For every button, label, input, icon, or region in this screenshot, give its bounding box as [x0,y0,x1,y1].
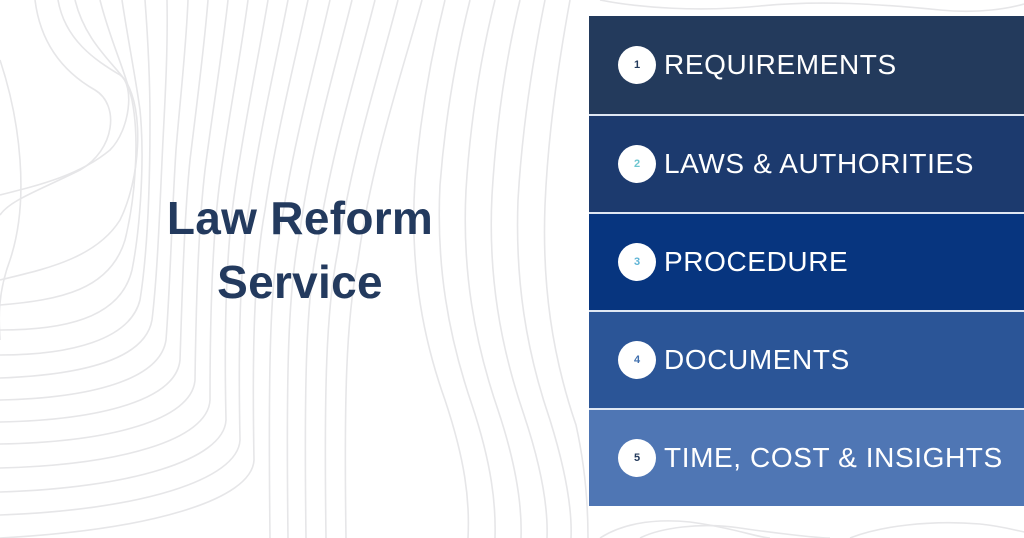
step-number-badge: 2 [618,145,656,183]
step-laws-authorities[interactable]: 2 LAWS & AUTHORITIES [589,114,1024,212]
step-label: PROCEDURE [664,246,849,277]
step-number: 1 [633,59,641,71]
step-number-badge: 1 [618,46,656,84]
step-documents[interactable]: 4 DOCUMENTS [589,310,1024,408]
page-title: Law Reform Service [130,186,470,314]
step-label: LAWS & AUTHORITIES [664,148,975,179]
step-number-badge: 3 [618,243,656,281]
step-procedure[interactable]: 3 PROCEDURE [589,212,1024,310]
step-number-badge: 5 [618,439,656,477]
step-number: 2 [633,158,641,170]
steps-panel: 1 REQUIREMENTS 2 LAWS & AUTHORITIES 3 PR… [589,16,1024,514]
step-number: 5 [633,452,641,464]
title-line-1: Law Reform [166,192,434,244]
step-label: TIME, COST & INSIGHTS [664,442,1003,473]
step-number: 4 [633,354,641,366]
step-number-badge: 4 [618,341,656,379]
step-label: DOCUMENTS [664,344,850,375]
title-line-2: Service [217,256,383,308]
step-number: 3 [633,256,641,268]
step-label: REQUIREMENTS [664,49,897,80]
step-requirements[interactable]: 1 REQUIREMENTS [589,16,1024,114]
step-time-cost-insights[interactable]: 5 TIME, COST & INSIGHTS [589,408,1024,506]
